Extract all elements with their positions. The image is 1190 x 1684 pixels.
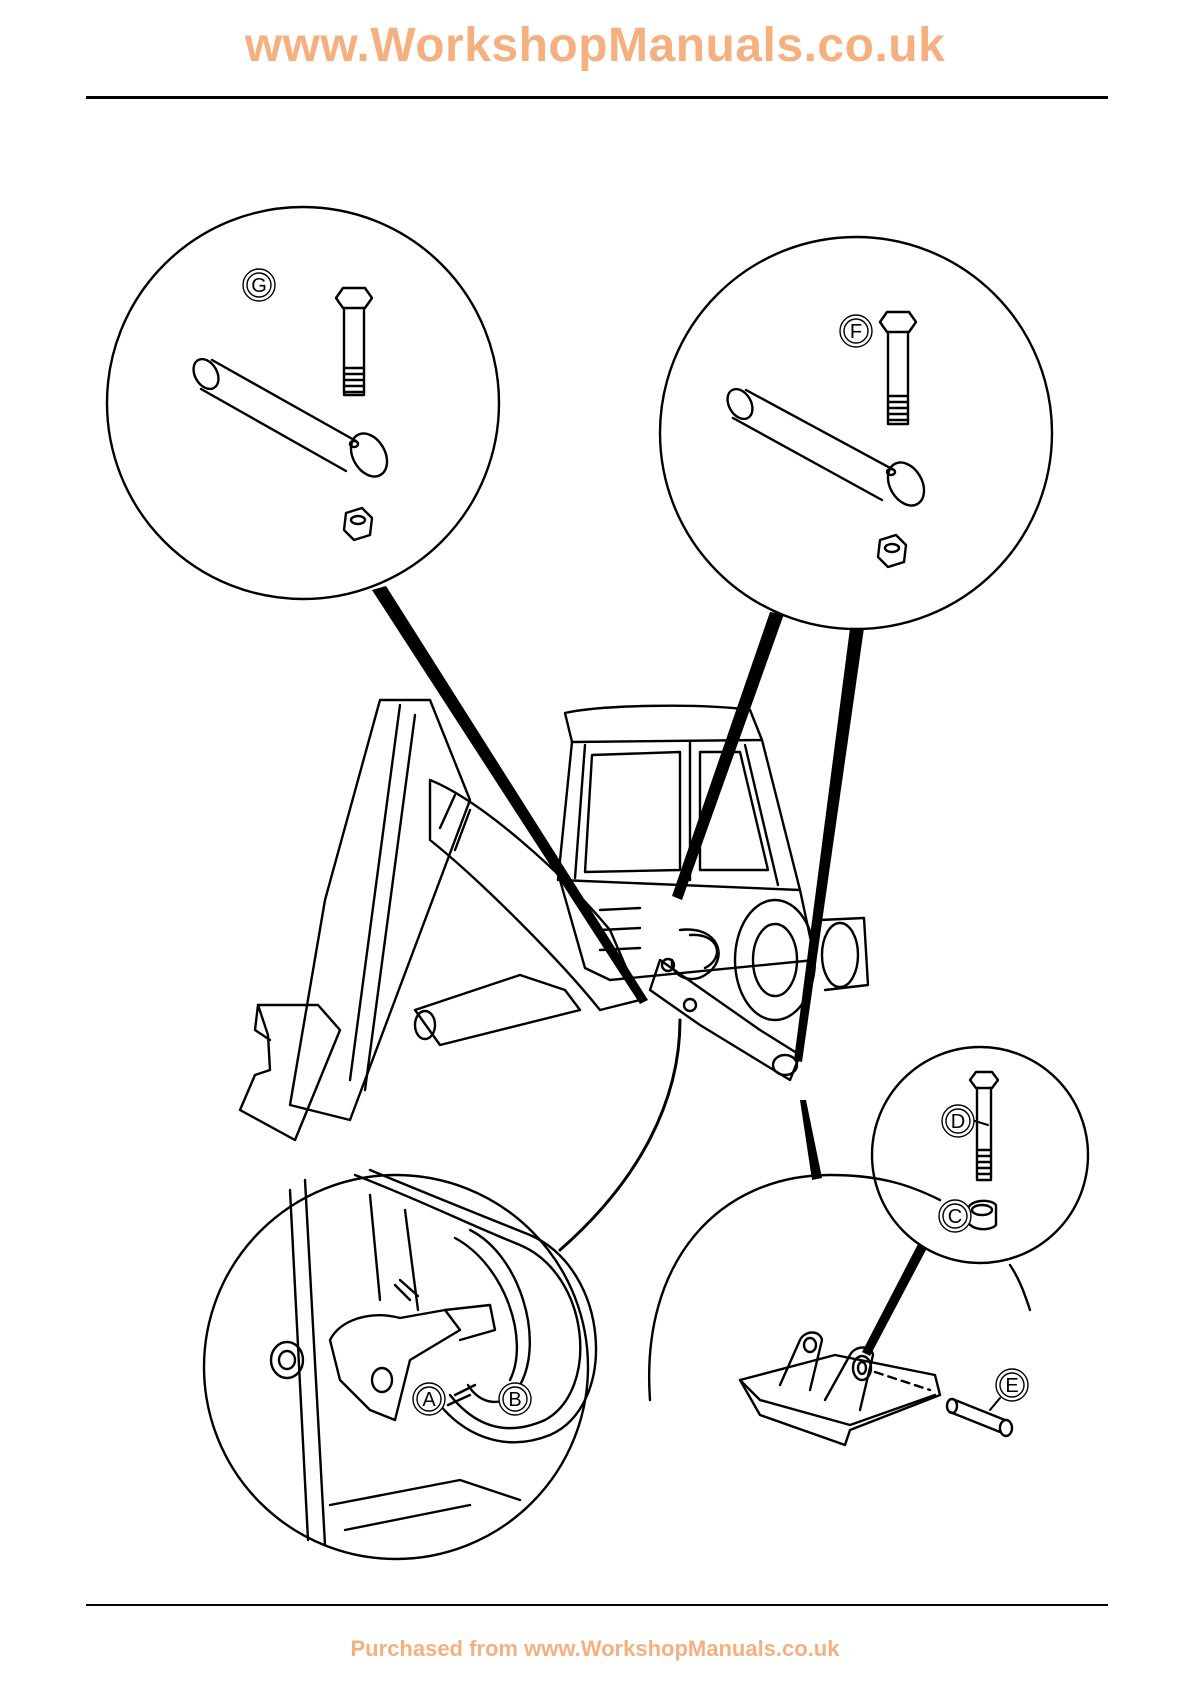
footer-divider: [86, 1604, 1108, 1606]
svg-text:F: F: [850, 321, 862, 343]
detail-cd-circle: [872, 1047, 1088, 1263]
footer-purchase-link[interactable]: Purchased from www.WorkshopManuals.co.uk: [0, 1636, 1190, 1662]
svg-text:G: G: [251, 275, 267, 297]
callout-f: F: [840, 315, 872, 347]
callout-e: E: [990, 1369, 1028, 1410]
svg-text:D: D: [951, 1111, 965, 1133]
callout-c: C: [939, 1200, 971, 1232]
detail-f-circle: [660, 237, 1052, 629]
callout-g: G: [243, 269, 275, 301]
svg-text:A: A: [422, 1389, 436, 1411]
svg-text:B: B: [508, 1389, 521, 1411]
svg-text:E: E: [1005, 1375, 1018, 1397]
svg-text:C: C: [948, 1206, 962, 1228]
backhoe-machine: [240, 700, 868, 1140]
callout-a: A: [413, 1383, 445, 1415]
detail-ab-circle: [204, 1170, 596, 1559]
detail-g-circle: [107, 207, 499, 599]
callout-b: B: [499, 1383, 531, 1415]
